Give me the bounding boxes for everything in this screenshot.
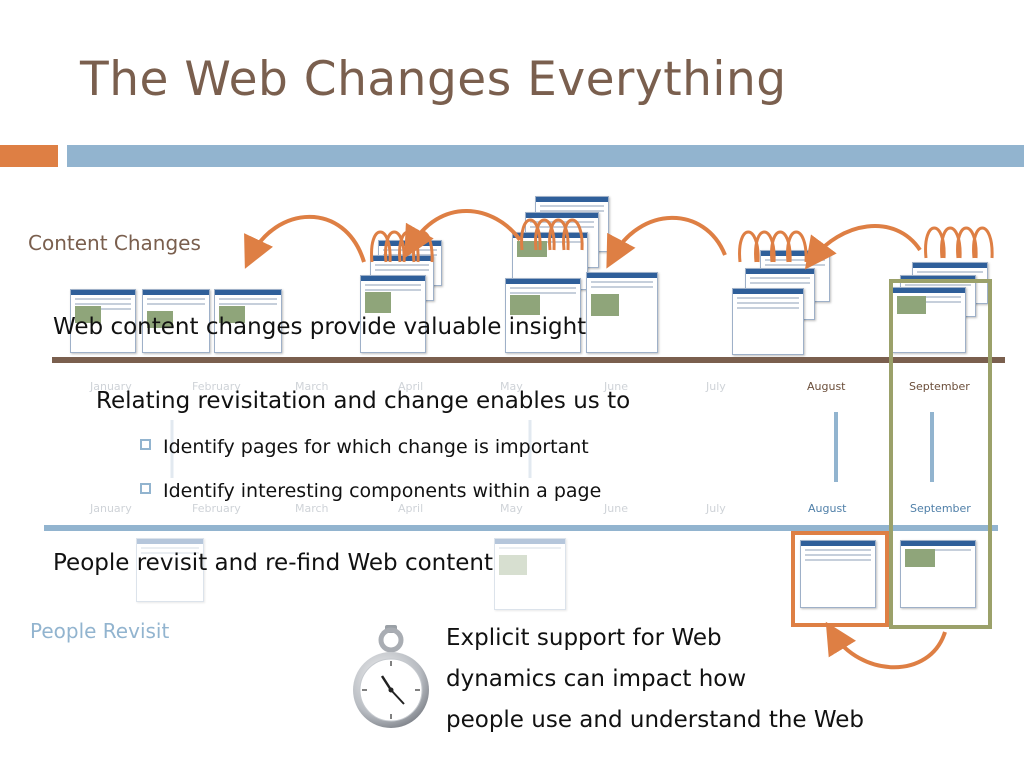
explicit-line: people use and understand the Web xyxy=(446,707,865,733)
heading-content-changes: Web content changes provide valuable ins… xyxy=(53,314,587,340)
slide-title: The Web Changes Everything xyxy=(80,52,787,107)
curved-arrow-icon xyxy=(770,230,792,263)
month-label: June xyxy=(604,380,628,393)
curved-arrow-icon xyxy=(754,230,776,263)
content-changes-label: Content Changes xyxy=(28,231,201,255)
month-label: July xyxy=(706,502,726,515)
curved-arrow-icon xyxy=(804,224,922,270)
month-label: February xyxy=(192,380,241,393)
stopwatch-icon xyxy=(353,625,429,728)
curved-arrow-icon xyxy=(786,230,808,263)
curved-arrow-icon xyxy=(940,226,962,259)
title-accent-orange xyxy=(0,145,58,167)
bullet-text: Identify interesting components within a… xyxy=(163,480,602,502)
curved-arrow-icon xyxy=(404,209,522,259)
curved-arrow-icon xyxy=(244,214,366,269)
title-accent-blue xyxy=(67,145,1024,167)
page-thumbnail xyxy=(586,272,658,353)
month-label: January xyxy=(90,502,132,515)
curved-arrow-icon xyxy=(972,226,994,259)
page-thumbnail xyxy=(494,538,566,610)
page-thumbnail xyxy=(360,275,426,353)
month-label: March xyxy=(295,502,329,515)
month-label: May xyxy=(500,380,523,393)
curved-arrow-icon xyxy=(398,230,420,263)
page-thumbnail xyxy=(136,538,204,602)
people-revisit-label: People Revisit xyxy=(30,619,170,643)
content-timeline xyxy=(52,357,1005,363)
month-label: April xyxy=(398,380,424,393)
bullet-text: Identify pages for which change is impor… xyxy=(163,436,589,458)
month-label: August xyxy=(808,502,847,515)
curved-arrow-icon xyxy=(412,230,434,263)
bullet-item: Identify pages for which change is impor… xyxy=(140,436,589,458)
month-label: September xyxy=(910,502,971,515)
month-label: April xyxy=(398,502,424,515)
relating-text: Relating revisitation and change enables… xyxy=(96,388,631,414)
curved-arrow-icon xyxy=(924,226,946,259)
curved-arrow-icon xyxy=(520,218,542,251)
page-thumbnail xyxy=(505,278,581,353)
curved-arrow-icon xyxy=(534,218,556,251)
page-thumbnail xyxy=(732,288,804,355)
highlight-box-green xyxy=(889,279,992,629)
bullet-item: Identify interesting components within a… xyxy=(140,480,601,502)
revisit-timeline xyxy=(44,525,998,531)
page-thumbnail xyxy=(70,289,136,353)
page-thumbnail xyxy=(900,540,976,608)
curved-arrow-icon xyxy=(825,621,947,670)
page-thumbnail xyxy=(800,540,876,608)
month-label: September xyxy=(909,380,970,393)
month-label: May xyxy=(500,502,523,515)
curved-arrow-icon xyxy=(548,218,570,251)
curved-arrow-icon xyxy=(606,215,727,269)
curved-arrow-icon xyxy=(384,230,406,263)
month-label: June xyxy=(604,502,628,515)
month-label: July xyxy=(706,380,726,393)
month-label: February xyxy=(192,502,241,515)
explicit-line: dynamics can impact how xyxy=(446,666,747,692)
month-label: August xyxy=(807,380,846,393)
heading-people-revisit: People revisit and re-find Web content xyxy=(53,550,493,576)
curved-arrow-icon xyxy=(562,218,584,251)
curved-arrow-icon xyxy=(370,230,392,263)
square-bullet-icon xyxy=(140,439,151,450)
square-bullet-icon xyxy=(140,483,151,494)
curved-arrow-icon xyxy=(738,230,760,263)
explicit-support-text: Explicit support for Web dynamics can im… xyxy=(446,618,864,741)
explicit-line: Explicit support for Web xyxy=(446,625,722,651)
month-label: March xyxy=(295,380,329,393)
curved-arrow-icon xyxy=(956,226,978,259)
page-thumbnail xyxy=(214,289,282,353)
month-label: January xyxy=(90,380,132,393)
page-thumbnail xyxy=(892,287,966,353)
highlight-box-orange xyxy=(791,531,889,627)
page-thumbnail xyxy=(142,289,210,353)
